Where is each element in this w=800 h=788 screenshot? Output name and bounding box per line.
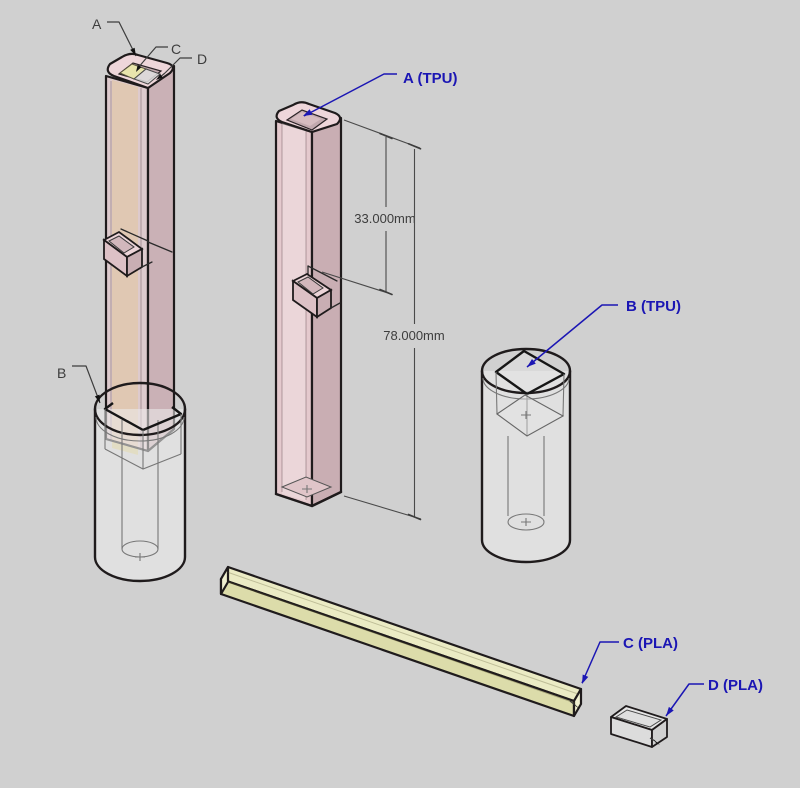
assembly-tube-right-face[interactable]	[146, 64, 176, 453]
assembly-callouts: A C D B	[57, 16, 207, 404]
center-cross-icon	[302, 485, 312, 493]
pointer-arrow-icon	[136, 64, 142, 72]
center-cross-icon	[521, 518, 531, 526]
part-b-arrow-icon	[527, 359, 536, 367]
pointer-arrow-icon	[653, 739, 660, 745]
assembly-notch-pocket	[108, 235, 135, 254]
dimension-tick	[407, 513, 422, 521]
part-c-stick[interactable]	[219, 565, 583, 718]
dimension-33mm-text: 33.000mm	[354, 211, 415, 226]
extension-line	[321, 271, 392, 295]
notch-cut-line	[147, 241, 173, 253]
part-a-label: A (TPU)	[403, 70, 457, 87]
part-a-arrow-icon	[303, 109, 313, 116]
dimension-tick	[379, 288, 393, 296]
callout-d-label: D	[197, 51, 207, 67]
callout-a-label: A	[92, 16, 102, 32]
dimension-tick	[407, 143, 422, 150]
callout-a-arrow-icon	[130, 47, 136, 56]
part-d-box[interactable]	[610, 705, 668, 748]
callout-b-arrow-icon	[94, 394, 100, 403]
cylinder-lip-arc	[95, 416, 185, 442]
part-b-outline	[480, 369, 572, 564]
callout-c-label: C	[171, 41, 181, 57]
pocket-wall-edge	[562, 373, 565, 417]
part-d-leader	[665, 683, 704, 717]
part-b-cylinder[interactable]	[480, 347, 572, 564]
dimension-annotations[interactable]: 33.000mm 78.000mm	[321, 119, 445, 521]
pointer-arrow-icon	[156, 74, 163, 80]
part-a-tube[interactable]	[274, 101, 343, 508]
part-c-label: C (PLA)	[623, 635, 678, 652]
part-c-leader	[581, 641, 619, 684]
part-c-arrow-icon	[582, 674, 589, 684]
part-callouts: A (TPU) B (TPU) C (PLA) D (PLA)	[303, 70, 763, 717]
center-cross-icon	[135, 553, 145, 561]
callout-b-leader	[72, 365, 101, 404]
part-d-arrow-icon	[666, 706, 674, 716]
assembled-view[interactable]	[93, 52, 187, 583]
pointer-line	[569, 700, 576, 706]
part-d-label: D (PLA)	[708, 677, 763, 694]
part-c-right-end	[572, 687, 583, 718]
assembly-cylinder-outline	[93, 407, 187, 583]
pocket-bottom-edge	[104, 448, 182, 470]
inner-edge-line	[226, 571, 579, 695]
bore-bottom	[507, 513, 545, 531]
dimension-78mm[interactable]: 78.000mm	[383, 143, 445, 521]
assembly-cylinder-body[interactable]	[95, 409, 185, 581]
center-cross-icon	[521, 411, 531, 419]
pocket-wall-edge	[495, 371, 498, 415]
callout-b-label: B	[57, 365, 66, 381]
part-a-bottom-edge	[274, 490, 343, 508]
part-a-opening-wall	[291, 112, 321, 126]
notch-cut-line	[330, 302, 341, 309]
notch-cut-line	[141, 261, 153, 268]
inner-edge-line	[227, 581, 576, 704]
part-d-right-face	[651, 718, 668, 748]
assembly-box-d-top	[133, 68, 161, 85]
part-a-notch-pocket	[297, 276, 324, 295]
dimension-78mm-text: 78.000mm	[383, 328, 444, 343]
notch-cut-line	[307, 265, 338, 282]
notch-cut-line	[120, 228, 149, 242]
part-d-inner-rim	[614, 709, 663, 728]
dimension-33mm[interactable]: 33.000mm	[354, 132, 416, 296]
callout-a-leader	[107, 21, 137, 57]
pointer-arrow-icon	[573, 703, 580, 709]
callout-d-leader	[164, 57, 192, 74]
part-c-left-end	[219, 565, 230, 596]
pointer-line	[649, 737, 656, 742]
callout-c-leader	[142, 46, 168, 63]
part-b-leader	[526, 304, 618, 368]
part-a-inner-strip	[282, 123, 306, 501]
part-b-label: B (TPU)	[626, 298, 681, 315]
part-a-leader	[303, 73, 397, 117]
dimension-tick	[379, 132, 393, 140]
cylinder-lip-arc	[482, 377, 570, 400]
